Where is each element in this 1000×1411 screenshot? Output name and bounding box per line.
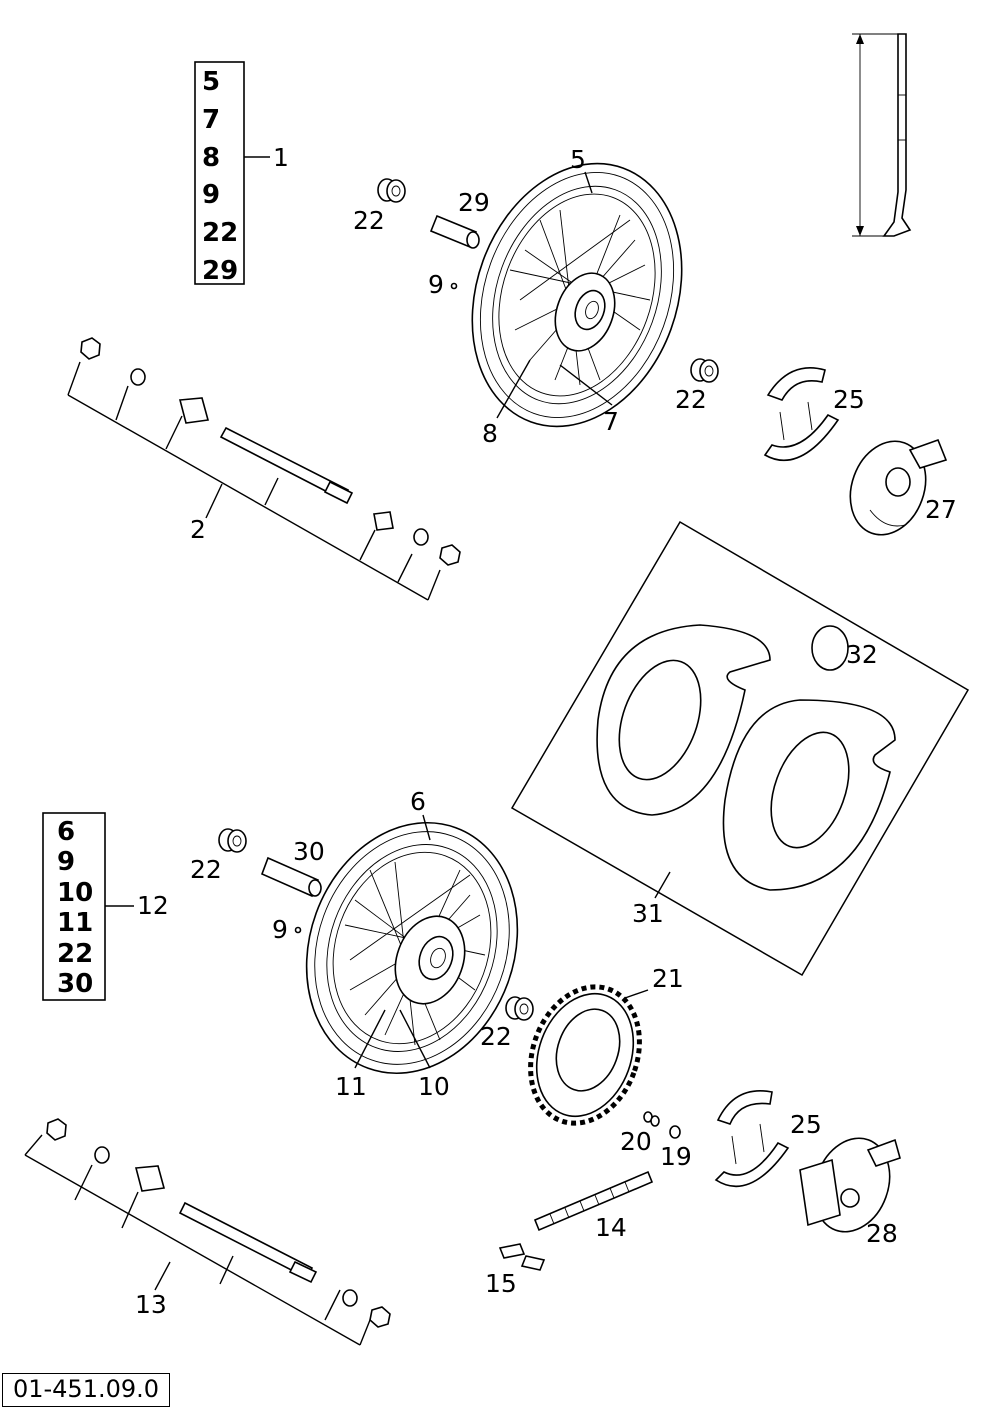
callout-rear-wheel: 6	[410, 787, 426, 816]
front-kit-label: 1	[273, 143, 289, 172]
rear-nipple	[294, 926, 302, 934]
rear-kit-item: 9	[57, 847, 75, 877]
front-wheel	[471, 162, 683, 428]
front-kit-item: 8	[202, 143, 220, 173]
callout-front-spokes-b: 8	[482, 419, 498, 448]
document-id-box: 01-451.09.0	[2, 1373, 170, 1407]
sprocket-nut	[643, 1111, 660, 1127]
rear-kit-label: 12	[137, 891, 169, 920]
callout-front-axle: 2	[190, 515, 206, 544]
callout-front-spacer: 29	[458, 188, 490, 217]
rear-kit-item: 10	[57, 878, 93, 908]
rim-band	[811, 625, 849, 671]
front-axle-assembly	[67, 337, 461, 601]
front-nipple	[450, 282, 458, 290]
front-bearing-right	[690, 358, 719, 383]
spoke-wrench-tool	[852, 33, 912, 237]
chain-link	[498, 1243, 546, 1271]
rear-bearing-right	[505, 996, 534, 1021]
callout-sprocket-bolt: 19	[660, 1142, 692, 1171]
front-spacer	[429, 214, 480, 249]
callout-rear-bearing-left: 22	[190, 855, 222, 884]
callout-sprocket-nut: 20	[620, 1127, 652, 1156]
callout-rear-spacer: 30	[293, 837, 325, 866]
front-kit-item: 22	[202, 218, 238, 248]
callout-rear-spokes-a: 11	[335, 1072, 367, 1101]
front-brake-shoes	[763, 366, 840, 462]
callout-rear-brake-plate: 28	[866, 1219, 898, 1248]
rear-kit-box: 6 9 10 11 22 30 12	[42, 812, 169, 1001]
rear-kit-item: 6	[57, 817, 75, 847]
rear-brake-shoes	[714, 1090, 790, 1188]
front-brake-plate	[849, 438, 948, 536]
front-kit-item: 5	[202, 67, 220, 97]
callout-chain: 14	[595, 1213, 627, 1242]
callout-front-bearing-left: 22	[353, 206, 385, 235]
sprocket	[528, 984, 642, 1126]
callout-chain-link: 15	[485, 1269, 517, 1298]
rear-brake-plate	[799, 1137, 901, 1233]
callout-rear-bearing-right: 22	[480, 1022, 512, 1051]
callout-rim-band: 32	[846, 640, 878, 669]
chain	[533, 1170, 654, 1232]
callout-rear-axle: 13	[135, 1290, 167, 1319]
rear-spacer	[260, 856, 322, 898]
rear-kit-item: 22	[57, 939, 93, 969]
callout-sprocket: 21	[652, 964, 684, 993]
sprocket-bolt	[669, 1125, 681, 1139]
rear-wheel	[305, 821, 519, 1075]
rear-axle-assembly	[24, 1118, 391, 1346]
callout-front-brake-plate: 27	[925, 495, 957, 524]
callout-rim-tape: 31	[632, 899, 664, 928]
callout-front-nipple: 9	[428, 270, 444, 299]
callout-rear-spokes-b: 10	[418, 1072, 450, 1101]
callout-rear-brake-shoes: 25	[790, 1110, 822, 1139]
front-kit-item: 29	[202, 256, 238, 286]
callout-front-brake-shoes: 25	[833, 385, 865, 414]
rear-kit-item: 11	[57, 908, 93, 938]
front-kit-item: 9	[202, 180, 220, 210]
callout-front-bearing-right: 22	[675, 385, 707, 414]
front-kit-box: 5 7 8 9 22 29 1	[194, 61, 289, 286]
rim-tape-box	[510, 520, 970, 977]
callout-rear-nipple: 9	[272, 915, 288, 944]
rear-bearing-left	[218, 828, 247, 853]
callout-front-spokes-a: 7	[603, 407, 619, 436]
front-bearing-left	[377, 178, 406, 203]
callout-front-wheel: 5	[570, 145, 586, 174]
front-kit-item: 7	[202, 105, 220, 135]
rear-kit-item: 30	[57, 969, 93, 999]
